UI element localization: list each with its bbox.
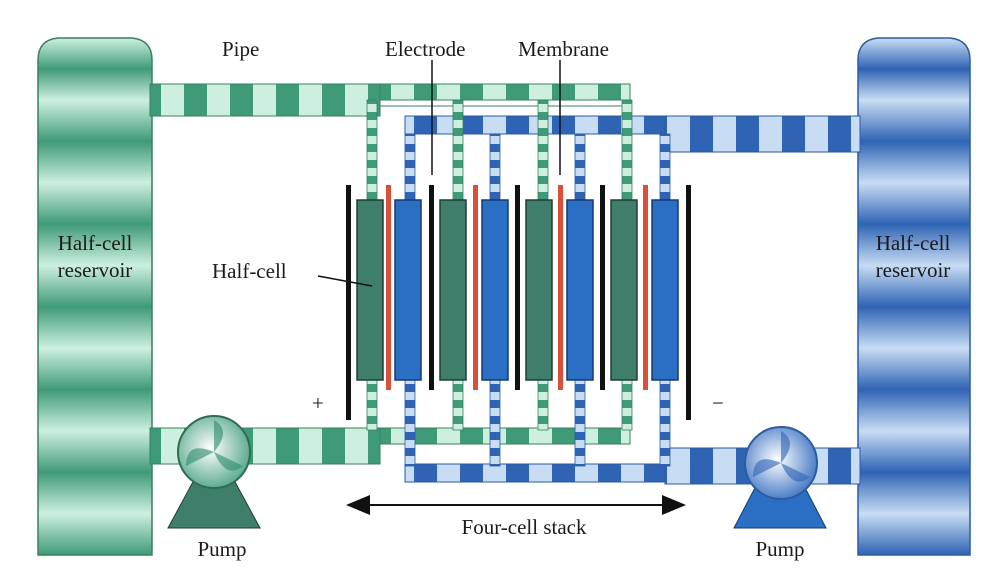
green-feed-pipes — [366, 99, 633, 431]
cell-stack — [346, 185, 691, 420]
left-pump — [167, 415, 261, 529]
half-cell-green-1 — [356, 199, 384, 381]
half-cell-blue-1 — [394, 199, 422, 381]
membrane-label: Membrane — [518, 37, 609, 61]
membrane-1 — [386, 185, 391, 390]
bipolar-electrode-2 — [515, 185, 520, 390]
bipolar-electrode-1 — [429, 185, 434, 390]
membrane-2 — [473, 185, 478, 390]
right-pump — [733, 426, 827, 529]
half-cell-label: Half-cell — [212, 259, 287, 283]
left-reservoir — [37, 37, 153, 556]
plus-terminal-label: + — [312, 391, 324, 415]
blue-top-pipe — [404, 115, 861, 153]
bipolar-electrode-3 — [600, 185, 605, 390]
right-pump-label: Pump — [755, 537, 804, 561]
half-cell-blue-2 — [481, 199, 509, 381]
minus-terminal-label: − — [712, 391, 724, 415]
half-cell-leader — [317, 275, 373, 287]
half-cell-blue-4 — [651, 199, 679, 381]
four-cell-stack-label: Four-cell stack — [462, 515, 587, 539]
right-reservoir — [857, 37, 971, 556]
half-cell-blue-3 — [566, 199, 594, 381]
left-pump-label: Pump — [197, 537, 246, 561]
half-cell-green-4 — [610, 199, 638, 381]
green-top-pipe — [149, 83, 631, 117]
left-reservoir-label-line1: Half-cell — [58, 231, 133, 255]
half-cell-green-2 — [439, 199, 467, 381]
blue-feed-pipes — [404, 133, 671, 467]
end-electrode-left — [346, 185, 351, 420]
pipe-label: Pipe — [222, 37, 259, 61]
electrode-label: Electrode — [385, 37, 465, 61]
left-reservoir-label-line2: reservoir — [58, 258, 133, 282]
membrane-4 — [643, 185, 648, 390]
half-cell-green-3 — [525, 199, 553, 381]
right-reservoir-label-line1: Half-cell — [876, 231, 951, 255]
end-electrode-right — [686, 185, 691, 420]
right-reservoir-label-line2: reservoir — [876, 258, 951, 282]
membrane-3 — [558, 185, 563, 390]
